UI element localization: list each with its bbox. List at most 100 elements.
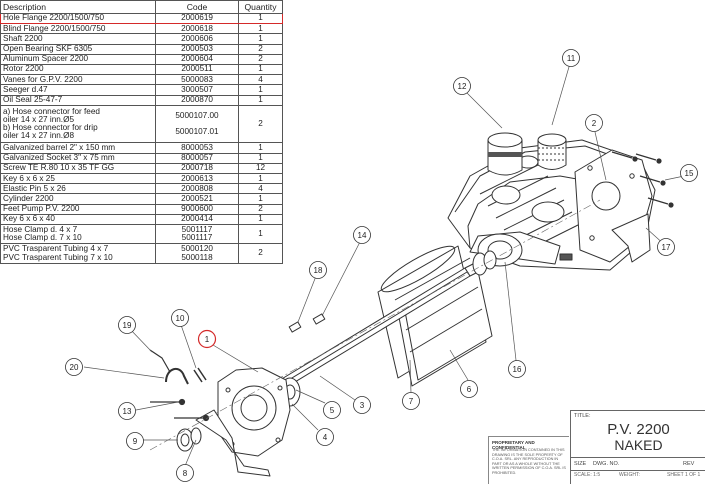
bom-cell-code: 2000503 xyxy=(155,43,239,55)
sheet-label: SHEET 1 OF 1 xyxy=(667,472,701,478)
callout-5 xyxy=(323,401,341,419)
bom-cell-quantity: 1 xyxy=(238,213,283,225)
callout-label-3: 3 xyxy=(360,401,365,410)
callout-16 xyxy=(508,360,526,378)
hole-flange-part xyxy=(217,367,291,457)
screws xyxy=(150,398,210,422)
bom-cell-description: PVC Trasparent Tubing 4 x 7 PVC Traspare… xyxy=(0,243,156,264)
bom-header-row: Description Code Quantity xyxy=(0,0,283,14)
callout-19 xyxy=(118,316,136,334)
notice-text: THE INFORMATION CONTAINED IN THIS DRAWIN… xyxy=(492,448,566,475)
callout-4 xyxy=(316,428,334,446)
bom-cell-code: 2000618 xyxy=(155,23,239,35)
bom-cell-code: 2000414 xyxy=(155,213,239,225)
bom-cell-code: 2000619 xyxy=(155,12,239,25)
bom-cell-quantity: 1 xyxy=(238,94,283,106)
callout-15 xyxy=(680,164,698,182)
oil-seal-part xyxy=(176,427,202,452)
quantity-header: Quantity xyxy=(238,0,283,14)
bom-cell-description: a) Hose connector for feed oiler 14 x 27… xyxy=(0,104,156,144)
hose-part xyxy=(165,367,189,385)
proprietary-notice: PROPRIETARY AND CONFIDENTIAL THE INFORMA… xyxy=(488,436,569,484)
callout-12 xyxy=(453,77,471,95)
bom-cell-description: Hole Flange 2200/1500/750 xyxy=(0,12,156,25)
callout-1 xyxy=(197,329,217,349)
callout-label-19: 19 xyxy=(123,321,132,330)
drawing-subtitle: NAKED xyxy=(614,437,663,453)
callout-label-8: 8 xyxy=(183,469,188,478)
callout-label-1: 1 xyxy=(205,335,210,344)
dwg-no-label: DWG. NO. xyxy=(593,461,620,467)
bom-cell-quantity: 2 xyxy=(238,203,283,215)
bom-cell-quantity: 12 xyxy=(238,162,283,175)
keys xyxy=(288,313,326,333)
drawing-title: P.V. 2200 xyxy=(607,421,670,438)
callout-10 xyxy=(171,309,189,327)
callout-label-15: 15 xyxy=(685,169,694,178)
bom-cell-description: Screw TE R.80 10 x 35 TF GG xyxy=(0,162,156,175)
flange-bolts xyxy=(611,151,674,208)
callout-9 xyxy=(126,432,144,450)
bom-cell-code: 2000870 xyxy=(155,94,239,106)
callout-label-17: 17 xyxy=(662,243,671,252)
bom-cell-description: Hose Clamp d. 4 x 7 Hose Clamp d. 7 x 10 xyxy=(0,223,156,245)
callout-label-10: 10 xyxy=(176,314,185,323)
bom-cell-code: 5000107.00 5000107.01 xyxy=(155,104,239,144)
bom-cell-quantity: 2 xyxy=(238,104,283,144)
title-block: TITLE: P.V. 2200 NAKED SIZE DWG. NO. REV… xyxy=(570,410,705,484)
bom-cell-quantity: 1 xyxy=(238,33,283,45)
bom-cell-description: Galvanized Socket 3" x 75 mm xyxy=(0,152,156,164)
callout-label-18: 18 xyxy=(314,266,323,275)
bom-cell-description: Galvanized barrel 2" x 150 mm xyxy=(0,142,156,154)
callout-14 xyxy=(353,226,371,244)
bom-cell-quantity: 1 xyxy=(238,23,283,35)
bom-cell-description: Aluminum Spacer 2200 xyxy=(0,53,156,65)
code-header: Code xyxy=(155,0,239,14)
callout-label-9: 9 xyxy=(133,437,138,446)
bom-cell-quantity: 1 xyxy=(238,12,283,25)
bom-cell-quantity: 2 xyxy=(238,243,283,264)
size-label: SIZE xyxy=(574,461,587,467)
callout-3 xyxy=(353,396,371,414)
bom-cell-quantity: 4 xyxy=(238,74,283,86)
bom-cell-quantity: 1 xyxy=(238,142,283,154)
bom-cell-code: 2000718 xyxy=(155,162,239,175)
bom-cell-quantity: 1 xyxy=(238,63,283,76)
callout-label-7: 7 xyxy=(409,397,414,406)
callout-label-20: 20 xyxy=(70,363,79,372)
bom-cell-description: Cylinder 2200 xyxy=(0,193,156,205)
bom-cell-description: Elastic Pin 5 x 26 xyxy=(0,183,156,195)
hose-connectors xyxy=(487,132,567,176)
elastic-pins xyxy=(193,367,207,383)
rev-label: REV xyxy=(683,461,695,467)
callout-label-16: 16 xyxy=(513,365,522,374)
bom-cell-description: Shaft 2200 xyxy=(0,33,156,45)
weight-label: WEIGHT: xyxy=(619,472,640,478)
title-row-size: SIZE DWG. NO. REV xyxy=(571,457,705,471)
bom-cell-code: 2000808 xyxy=(155,183,239,195)
bom-cell-quantity: 2 xyxy=(238,53,283,65)
pump-foot xyxy=(611,213,651,263)
bom-cell-quantity: 1 xyxy=(238,193,283,205)
bom-cell-code: 5001117 5001117 xyxy=(155,223,239,245)
bom-cell-description: Rotor 2200 xyxy=(0,63,156,76)
bom-cell-code: 9000600 xyxy=(155,203,239,215)
callout-label-11: 11 xyxy=(567,54,576,63)
bom-cell-code: 2000511 xyxy=(155,63,239,76)
bom-cell-description: Oil Seal 25-47-7 xyxy=(0,94,156,106)
bom-row: a) Hose connector for feed oiler 14 x 27… xyxy=(0,104,283,144)
description-header: Description xyxy=(0,0,156,14)
